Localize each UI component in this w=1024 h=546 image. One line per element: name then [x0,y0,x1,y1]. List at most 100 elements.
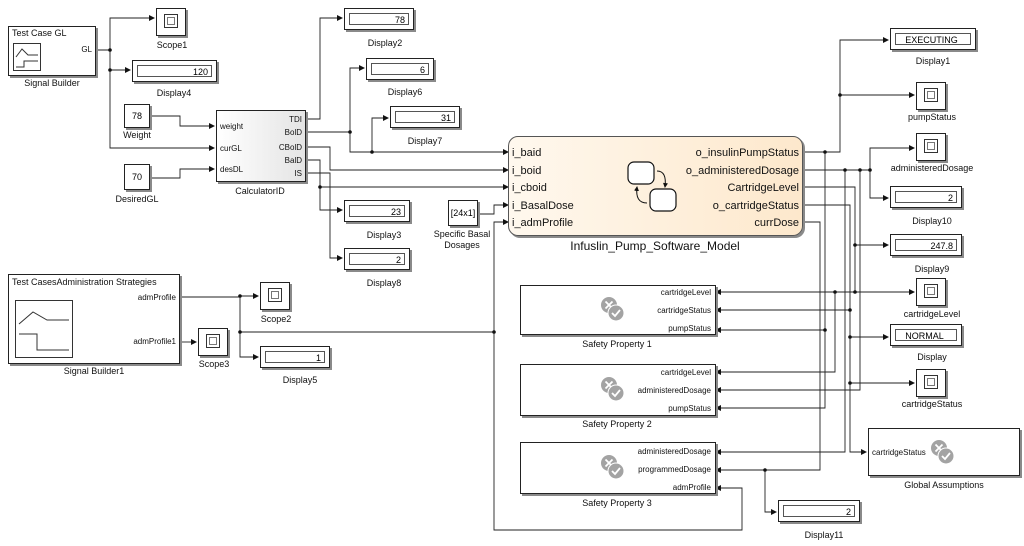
display6-block[interactable]: 6 [366,58,434,80]
display1-block[interactable]: EXECUTING [890,28,976,50]
scope-screen-icon [924,375,938,389]
calc-in-weight: weight [220,122,244,131]
display-value: NORMAL [895,329,957,341]
display8-caption: Display8 [366,278,402,288]
signal-builder-1-caption: Signal Builder1 [63,366,125,376]
pump-in-boid: i_boid [512,165,542,177]
scope-pumpstatus-block[interactable] [916,82,946,110]
pump-out-cartridgelevel: CartridgeLevel [727,182,799,194]
verification-icon [601,377,625,402]
desired-gl-value: 70 [131,172,142,182]
pump-in-cboid: i_cboid [512,182,547,194]
display5-block[interactable]: 1 [260,346,330,368]
display5-caption: Display5 [282,375,318,385]
scope-pumpstatus-caption: pumpStatus [907,112,957,122]
pump-in-baid: i_baid [512,147,542,159]
scope-screen-icon [924,139,938,153]
display11-block[interactable]: 2 [778,500,860,522]
weight-constant[interactable]: 78 [124,104,150,128]
safety1-in-2: cartridgeStatus [657,306,711,315]
safety-property-1-caption: Safety Property 1 [582,339,652,349]
safety2-in-2: administeredDosage [637,386,711,395]
basal-constant[interactable]: [24x1] [448,200,478,226]
basal-caption-2: Dosages [444,240,480,250]
pump-out-insulinpumpstatus: o_insulinPumpStatus [695,147,799,159]
safety-property-2-block[interactable]: cartridgeLevel administeredDosage pumpSt… [520,364,716,416]
signal-builder-1-port-2: admProfile1 [133,337,176,346]
verification-icon [931,440,955,465]
pump-out-administereddosage: o_administeredDosage [685,165,799,177]
display6-caption: Display6 [387,87,423,97]
calc-in-desdl: desDL [220,165,244,174]
display3-block[interactable]: 23 [344,200,410,222]
safety1-in-1: cartridgeLevel [660,288,711,297]
calc-out-bald: BalD [284,156,302,165]
display9-block[interactable]: 247.8 [890,234,962,256]
calculator-subsystem[interactable]: weight curGL desDL TDI BolD CBolD BalD I… [216,110,306,182]
desired-gl-constant[interactable]: 70 [124,164,150,190]
safety3-in-2: programmedDosage [638,465,711,474]
global-assumptions-in: cartridgeStatus [872,448,926,457]
safety2-in-1: cartridgeLevel [660,368,711,377]
display11-value: 2 [783,505,855,517]
calc-out-cbold: CBolD [278,143,302,152]
scope-screen-icon [206,334,220,348]
display8-block[interactable]: 2 [344,248,410,270]
display10-caption: Display10 [912,216,952,226]
display2-caption: Display2 [367,38,403,48]
global-assumptions-caption: Global Assumptions [904,480,984,490]
display1-value: EXECUTING [895,33,971,45]
desired-gl-caption: DesiredGL [115,194,159,204]
pump-out-cartridgestatus: o_cartridgeStatus [712,200,799,212]
scope3-block[interactable] [198,328,228,356]
display7-block[interactable]: 31 [390,106,460,128]
scope3-caption: Scope3 [198,359,230,369]
verification-icon [601,455,625,480]
scope-screen-icon [924,284,938,298]
calc-in-curgl: curGL [220,144,242,153]
display6-value: 6 [371,63,429,75]
weight-value: 78 [131,111,142,121]
display11-caption: Display11 [804,530,844,540]
global-assumptions-block[interactable]: cartridgeStatus [868,428,1020,476]
display4-block[interactable]: 120 [132,60,217,82]
scope1-block[interactable] [156,8,186,36]
display4-caption: Display4 [156,88,192,98]
display7-caption: Display7 [407,136,443,146]
safety-property-1-block[interactable]: cartridgeLevel cartridgeStatus pumpStatu… [520,285,716,335]
scope2-block[interactable] [260,282,290,310]
pump-model-chart[interactable]: i_baid i_boid i_cboid i_BasalDose i_admP… [508,136,803,236]
safety3-in-3: admProfile [672,483,711,492]
safety-property-3-block[interactable]: administeredDosage programmedDosage admP… [520,442,716,494]
pump-model-caption: Infuslin_Pump_Software_Model [570,239,740,253]
display10-block[interactable]: 2 [890,186,962,208]
display-block[interactable]: NORMAL [890,324,962,346]
display5-value: 1 [265,351,325,363]
scope-administered-caption: administeredDosage [890,163,974,173]
scope-screen-icon [924,88,938,102]
stateflow-chart-icon [627,161,677,212]
weight-caption: Weight [123,130,151,140]
pump-out-currdose: currDose [754,217,799,229]
safety2-in-3: pumpStatus [668,404,711,413]
display7-value: 31 [395,111,455,123]
signal-builder-gl-title: Test Case GL [12,28,67,38]
display3-value: 23 [349,205,405,217]
safety1-in-3: pumpStatus [668,324,711,333]
signal-builder-gl[interactable]: Test Case GL GL [8,26,96,76]
signal-builder-1[interactable]: Test CasesAdministration Strategies admP… [8,274,180,364]
calc-out-tdi: TDI [289,115,302,124]
display2-block[interactable]: 78 [344,8,414,30]
signal-builder-1-port-1: admProfile [137,293,176,302]
scope-screen-icon [268,288,282,302]
display10-value: 2 [895,191,957,203]
display9-caption: Display9 [914,264,950,274]
scope-cartridgelevel-caption: cartridgeLevel [903,309,961,319]
scope-cartridgelevel-block[interactable] [916,278,946,306]
safety-property-3-caption: Safety Property 3 [582,498,652,508]
scope-administered-block[interactable] [916,133,946,161]
pump-in-basaldose: i_BasalDose [512,200,574,212]
scope-cartridgestatus-block[interactable] [916,369,946,397]
calc-out-is: IS [294,169,302,178]
